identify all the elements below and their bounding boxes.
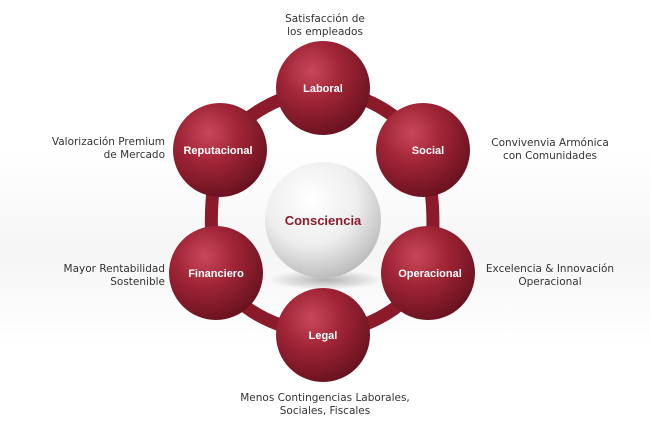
node-operacional-label: Operacional (398, 268, 462, 280)
center-sphere (265, 162, 381, 278)
node-laboral-label: Laboral (303, 83, 343, 95)
node-financiero: Financiero (169, 226, 263, 320)
center-label: Consciencia (285, 213, 362, 228)
annotation-line: Excelencia & Innovación (485, 263, 615, 275)
annotation-line: Convivenvia Armónica (491, 137, 609, 149)
node-financiero-sphere (169, 226, 263, 320)
annotation-line: Operacional (518, 276, 582, 288)
annotation-line: de Mercado (103, 149, 165, 161)
node-reputacional: Reputacional (173, 103, 267, 197)
node-operacional-sphere (381, 226, 475, 320)
annotation-line: con Comunidades (502, 150, 598, 162)
annotation-social: Convivenvia Armónica con Comunidades (470, 137, 630, 163)
annotation-line: Mayor Rentabilidad (63, 263, 165, 275)
node-legal-sphere (276, 288, 370, 382)
annotation-line: Menos Contingencias Laborales, (240, 392, 410, 404)
node-reputacional-label: Reputacional (183, 145, 252, 157)
annotation-line: Sociales, Fiscales (279, 405, 371, 417)
node-legal: Legal (276, 288, 370, 382)
annotation-legal: Menos Contingencias Laborales, Sociales,… (200, 392, 450, 418)
node-social: Social (376, 103, 470, 197)
node-laboral: Laboral (276, 41, 370, 135)
center-shadow (268, 270, 384, 290)
annotation-line: Valorización Premium (51, 136, 165, 148)
node-social-label: Social (412, 145, 444, 157)
node-financiero-label: Financiero (188, 268, 244, 280)
node-reputacional-sphere (173, 103, 267, 197)
node-social-sphere (376, 103, 470, 197)
node-operacional: Operacional (381, 226, 475, 320)
node-laboral-sphere (276, 41, 370, 135)
annotation-operacional: Excelencia & Innovación Operacional (470, 263, 630, 289)
annotation-laboral: Satisfacción de los empleados (225, 13, 425, 39)
annotation-reputacional: Valorización Premium de Mercado (20, 136, 165, 162)
annotation-line: los empleados (287, 26, 363, 38)
annotation-financiero: Mayor Rentabilidad Sostenible (20, 263, 165, 289)
annotation-line: Sostenible (110, 276, 165, 288)
node-legal-label: Legal (309, 330, 338, 342)
annotation-line: Satisfacción de (285, 13, 365, 25)
